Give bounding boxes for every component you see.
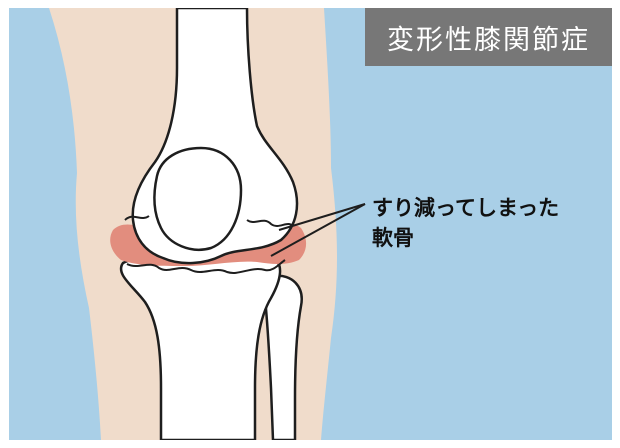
callout-pointer-upper <box>278 203 366 231</box>
knee-illustration <box>49 8 366 440</box>
cartilage-callout: すり減ってしまった 軟骨 <box>372 193 559 253</box>
condyle-rough-edge <box>124 215 294 227</box>
joint-rough-edge <box>126 259 286 274</box>
callout-pointer-lower <box>270 203 366 257</box>
knee-diagram-frame: 変形性膝関節症 すり減ってしまった 軟骨 <box>9 8 612 440</box>
patella <box>153 146 243 251</box>
title-badge: 変形性膝関節症 <box>365 8 612 66</box>
callout-line-1: すり減ってしまった <box>372 196 560 220</box>
callout-line-2: 軟骨 <box>372 226 414 250</box>
